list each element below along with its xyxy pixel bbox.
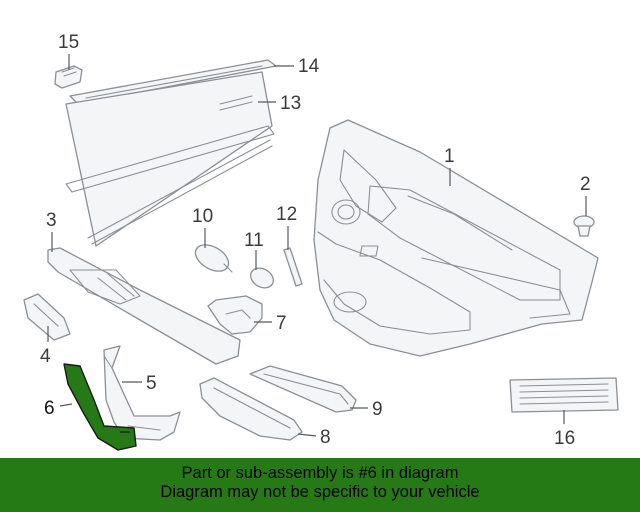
part-8-armrest-pad[interactable] [199,377,303,441]
callout-10: 10 [192,206,213,227]
banner-line-disclaimer: Diagram may not be specific to your vehi… [160,483,480,501]
callout-numbers: 1 2 3 4 5 6 7 8 9 10 11 12 13 14 15 16 [40,32,591,449]
part-15-clip[interactable] [54,65,83,89]
callout-7: 7 [276,313,287,334]
callout-14: 14 [298,56,320,77]
callout-13: 13 [280,93,301,114]
callout-16: 16 [554,428,575,449]
part-13-roller-sunblind[interactable] [65,71,275,247]
callout-1: 1 [444,146,455,167]
part-6-highlighted[interactable] [63,363,137,451]
parts-diagram: 1 2 3 4 5 6 7 8 9 10 11 12 13 14 15 16 [23,32,619,451]
part-11-grommet[interactable] [247,264,277,292]
part-4-bezel[interactable] [23,293,71,341]
callout-12: 12 [276,204,297,225]
part-2-push-clip[interactable] [573,215,595,237]
part-5-armrest-carrier[interactable] [103,345,181,441]
part-3-panel-trim[interactable] [47,247,241,365]
callout-3: 3 [46,210,57,231]
callout-6: 6 [44,398,55,419]
callout-9: 9 [372,399,383,420]
part-1-door-trim-panel[interactable] [313,119,599,357]
part-12-strip[interactable] [283,247,303,287]
vehicle-notice-banner: Part or sub-assembly is #6 in diagram Di… [0,458,640,512]
callout-8: 8 [320,427,331,448]
part-9-pocket-trim[interactable] [249,365,357,413]
part-10-speaker-cover[interactable] [191,239,233,276]
callout-4: 4 [40,346,51,367]
callout-15: 15 [58,32,79,53]
banner-line-part-number: Part or sub-assembly is #6 in diagram [181,464,459,482]
part-7-cover[interactable] [207,295,263,335]
callout-11: 11 [244,230,264,251]
part-16-vent-grille[interactable] [509,377,619,413]
callout-2: 2 [580,174,591,195]
callout-5: 5 [146,373,157,394]
leader-lines [47,54,587,437]
